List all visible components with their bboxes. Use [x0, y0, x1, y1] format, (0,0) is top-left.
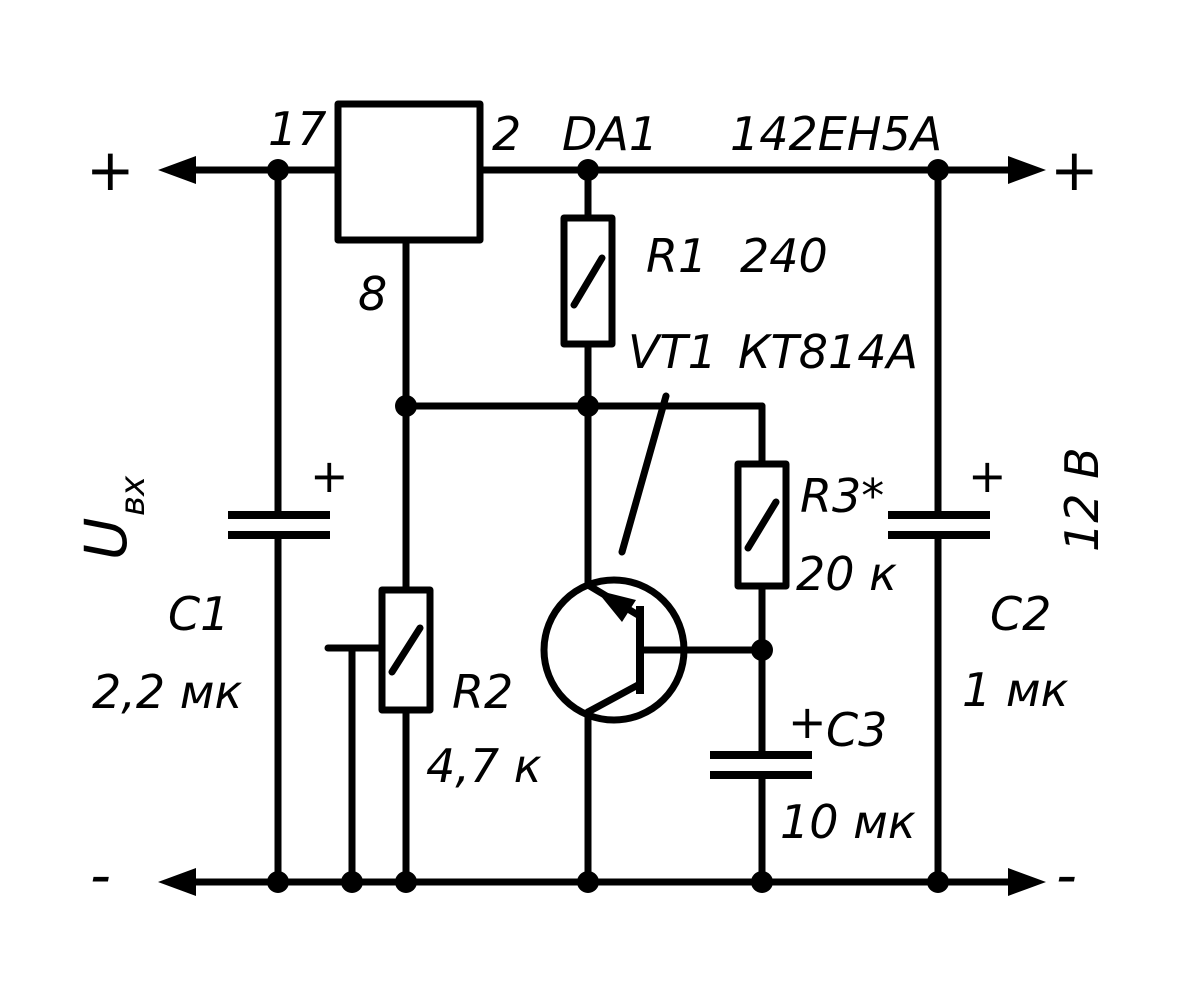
da1-regulator-box [334, 100, 484, 244]
output-plus-arrow [1008, 156, 1046, 184]
output-minus-arrow [1008, 868, 1046, 896]
junction-dot [577, 395, 599, 417]
c3-ref-label: C3 [826, 703, 887, 757]
da1-part-label: 142ЕН5А [730, 107, 942, 161]
r2-value-label: 4,7 к [426, 739, 542, 793]
junction-dot [395, 871, 417, 893]
r3-slash [744, 498, 780, 552]
input-voltage-label: U [72, 518, 140, 560]
input-minus-arrow [158, 868, 196, 896]
input-voltage-label-group: U вх [72, 475, 153, 560]
output-minus-label: - [1056, 841, 1077, 909]
r2-slash [388, 624, 424, 676]
input-plus-label: + [86, 136, 135, 204]
input-minus-label: - [90, 841, 111, 909]
input-voltage-subscript: вх [113, 475, 153, 516]
vt1-emitter-arrow [596, 590, 636, 622]
r1-ref-label: R1 [646, 229, 707, 283]
output-voltage-label: 12 В [1055, 447, 1109, 552]
c2-value-label: 1 мк [962, 663, 1069, 717]
junction-dot [927, 871, 949, 893]
vt1-part-label: КТ814А [738, 325, 918, 379]
r1-value-label: 240 [740, 229, 828, 283]
vt1-collector-lead [584, 681, 642, 716]
c2-polarity-label: + [968, 449, 1007, 503]
junction-dot [395, 395, 417, 417]
output-plus-label: + [1050, 136, 1099, 204]
c1-polarity-label: + [310, 449, 349, 503]
junction-dot [751, 871, 773, 893]
r3-ref-label: R3* [800, 469, 884, 523]
input-plus-arrow [158, 156, 196, 184]
r1-slash [570, 254, 606, 309]
junction-dot [267, 159, 289, 181]
r2-ref-label: R2 [452, 665, 513, 719]
vt1-ref-label: VT1 [628, 325, 717, 379]
da1-pin-in-label: 17 [268, 102, 327, 156]
da1-pin-out-label: 2 [492, 107, 521, 161]
c2-ref-label: C2 [990, 587, 1051, 641]
output-voltage-label-group: 12 В [1055, 447, 1109, 552]
junction-dot [751, 639, 773, 661]
c3-polarity-label: + [788, 695, 827, 749]
da1-pin-gnd-label: 8 [358, 267, 387, 321]
c3-value-label: 10 мк [780, 795, 916, 849]
r3-value-label: 20 к [796, 547, 897, 601]
c1-value-label: 2,2 мк [92, 665, 242, 719]
junction-dot [577, 159, 599, 181]
da1-ref-label: DA1 [562, 107, 658, 161]
junction-dot [577, 871, 599, 893]
junction-dot [341, 871, 363, 893]
junction-dot [267, 871, 289, 893]
vt1-label-leader [618, 392, 670, 556]
c1-ref-label: C1 [168, 587, 229, 641]
junction-dot [927, 159, 949, 181]
